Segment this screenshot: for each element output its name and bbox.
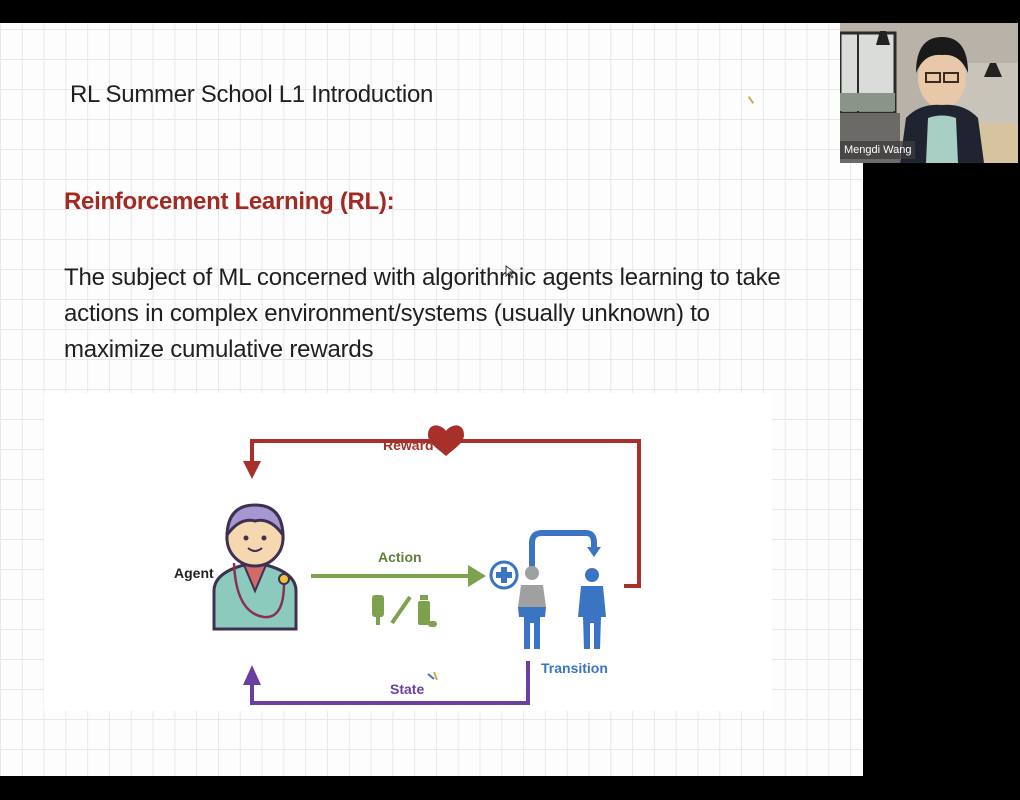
mouse-cursor-icon: [505, 265, 515, 279]
reward-label: Reward: [383, 437, 434, 453]
slide-title: RL Summer School L1 Introduction: [70, 81, 434, 108]
state-arrowhead: [243, 665, 261, 685]
rl-loop-diagram: Reward Agent Action Transition State: [44, 393, 772, 711]
participant-name-tag: Mengdi Wang: [840, 141, 916, 159]
section-heading: Reinforcement Learning (RL):: [64, 188, 395, 215]
participant-video: [840, 23, 1018, 163]
patient-before-icon: [518, 566, 546, 649]
definition-text: The subject of ML concerned with algorit…: [64, 264, 781, 363]
presentation-slide: RL Summer School L1 Introduction Reinfor…: [0, 23, 863, 776]
annotation-mark: [747, 96, 755, 104]
action-label: Action: [378, 549, 422, 565]
webcam-video-tile[interactable]: Mengdi Wang: [840, 23, 1018, 163]
medication-icons: [372, 595, 437, 627]
heart-icon: [428, 425, 464, 456]
agent-label: Agent: [174, 565, 214, 581]
doctor-agent-icon: [212, 503, 298, 631]
state-label: State: [390, 681, 425, 697]
transition-label: Transition: [541, 660, 608, 676]
patient-after-icon: [578, 568, 606, 649]
reward-arrowhead: [243, 461, 261, 479]
